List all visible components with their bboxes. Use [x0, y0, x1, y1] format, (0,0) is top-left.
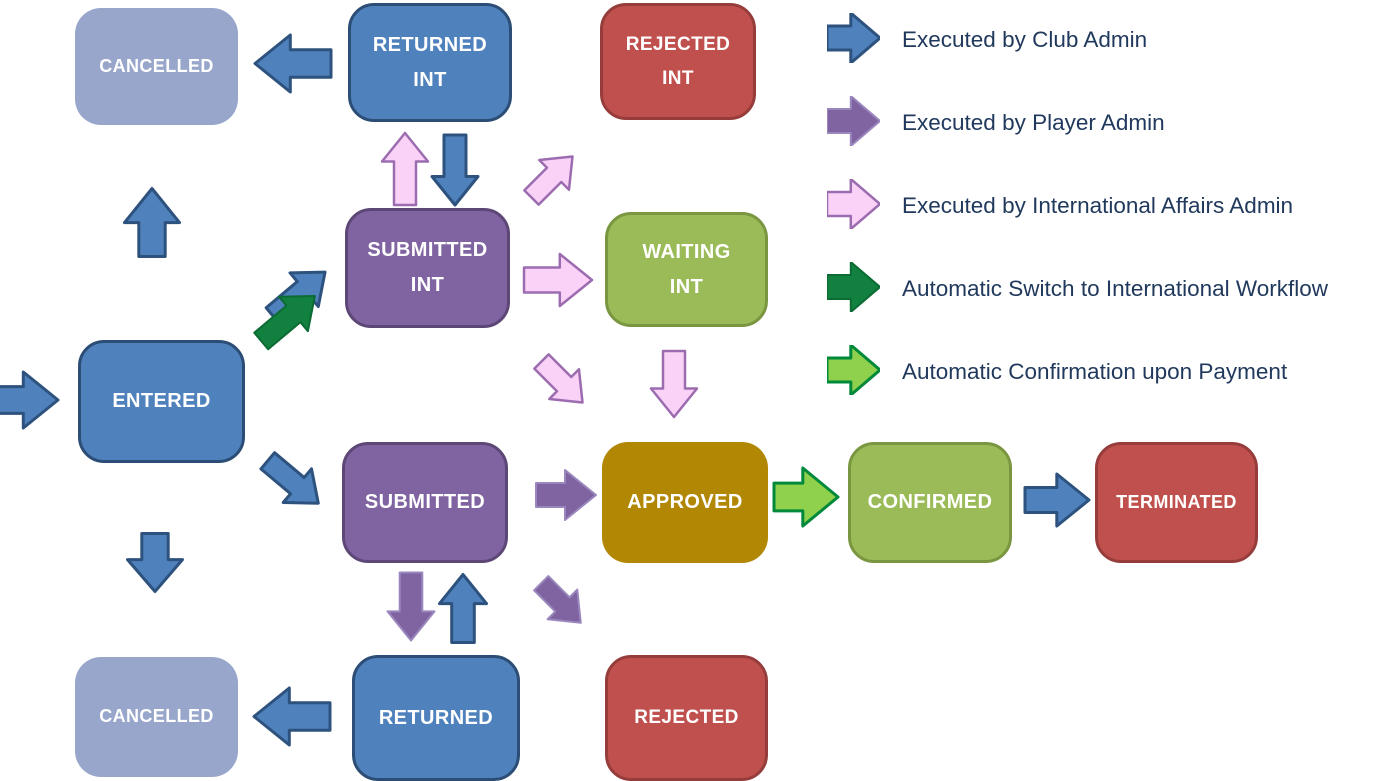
arrow-entered-to-cancelled	[126, 531, 184, 593]
state-node-label-returned: RETURNED	[378, 706, 494, 729]
arrow-submitted-int-to-approved	[527, 347, 598, 418]
arrow-submitted-to-returned	[386, 571, 436, 641]
legend-arrow-icon-intl_admin	[825, 177, 882, 234]
state-node-label-entered: ENTERED	[112, 390, 211, 412]
state-node-label-rejected-int: REJECTED INT	[625, 34, 731, 89]
state-node-returned-int: RETURNED INT	[348, 3, 512, 122]
legend-label: Automatic Confirmation upon Payment	[902, 359, 1288, 384]
arrow-entered-to-cancelled-int	[123, 186, 181, 258]
arrow-auto-switch-to-international	[247, 278, 330, 357]
state-node-label-submitted: SUBMITTED	[364, 491, 486, 513]
legend-label: Executed by International Affairs Admin	[902, 193, 1294, 218]
state-node-submitted: SUBMITTED	[342, 442, 508, 563]
state-node-approved: APPROVED	[602, 442, 768, 563]
state-node-entered: ENTERED	[78, 340, 245, 463]
legend-arrow-icon-player_admin	[826, 94, 881, 151]
state-node-label-waiting-int: WAITING INT	[642, 240, 731, 298]
state-node-label-returned-int: RETURNED INT	[372, 33, 488, 91]
legend-item-player_admin: Executed by Player Admin	[826, 94, 1165, 151]
arrow-submitted-int-to-returned-int	[380, 131, 430, 207]
state-node-terminated: TERMINATED	[1095, 442, 1258, 563]
state-node-label-approved: APPROVED	[627, 491, 743, 513]
legend-arrow-icon-club_admin	[825, 11, 882, 68]
legend-item-intl_admin: Executed by International Affairs Admin	[825, 177, 1294, 234]
arrow-entered-to-submitted	[254, 444, 333, 520]
arrow-inflow-to-entered	[0, 370, 60, 430]
arrow-returned-to-cancelled	[252, 686, 332, 746]
legend-label: Executed by Player Admin	[902, 110, 1165, 135]
legend-label: Executed by Club Admin	[902, 27, 1148, 52]
arrow-confirmed-to-terminated	[1023, 472, 1091, 528]
state-node-confirmed: CONFIRMED	[848, 442, 1012, 563]
arrow-returned-to-submitted	[438, 572, 488, 644]
state-node-rejected: REJECTED	[605, 655, 768, 781]
state-node-label-rejected: REJECTED	[634, 707, 739, 729]
state-node-label-confirmed: CONFIRMED	[867, 491, 993, 513]
state-node-label-cancelled: CANCELLED	[99, 706, 214, 727]
legend-arrow-icon-auto_switch	[826, 260, 881, 317]
arrow-submitted-to-approved	[535, 469, 597, 521]
state-node-rejected-int: REJECTED INT	[600, 3, 756, 120]
arrow-submitted-int-to-rejected-int	[517, 142, 588, 213]
arrow-returned-int-to-cancelled-int	[253, 33, 333, 93]
arrow-approved-to-confirmed	[772, 466, 840, 528]
state-node-label-terminated: TERMINATED	[1116, 491, 1237, 512]
state-node-cancelled-int: CANCELLED	[75, 8, 238, 125]
state-node-returned: RETURNED	[352, 655, 520, 781]
legend-item-club_admin: Executed by Club Admin	[825, 11, 1148, 68]
state-node-label-submitted-int: SUBMITTED INT	[367, 239, 488, 296]
legend-item-auto_confirm: Automatic Confirmation upon Payment	[825, 343, 1288, 400]
state-node-label-cancelled-int: CANCELLED	[99, 55, 214, 76]
arrow-submitted-int-to-waiting-int	[522, 252, 594, 308]
legend-item-auto_switch: Automatic Switch to International Workfl…	[826, 260, 1329, 317]
state-node-submitted-int: SUBMITTED INT	[345, 208, 510, 328]
legend-arrow-icon-auto_confirm	[825, 343, 882, 400]
arrow-waiting-int-to-approved	[649, 349, 699, 419]
arrow-returned-int-to-submitted-int	[430, 133, 480, 207]
state-node-waiting-int: WAITING INT	[605, 212, 768, 327]
state-node-cancelled: CANCELLED	[75, 657, 238, 777]
arrow-submitted-to-rejected	[526, 568, 595, 637]
legend-label: Automatic Switch to International Workfl…	[902, 276, 1329, 301]
